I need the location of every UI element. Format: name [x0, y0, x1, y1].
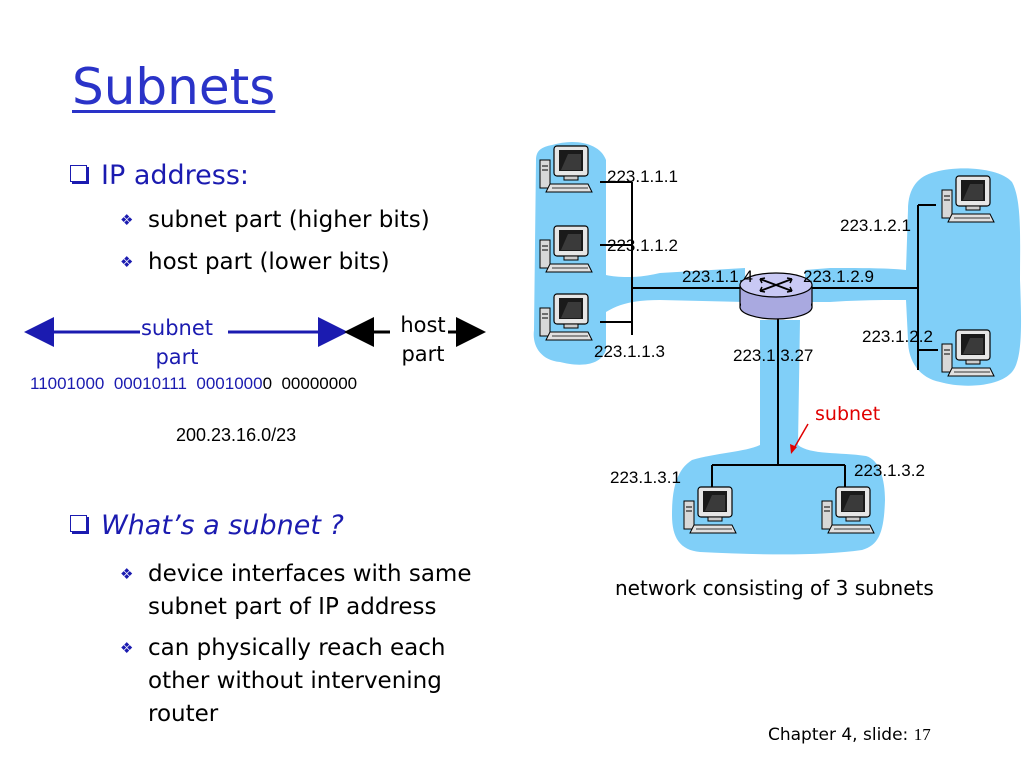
host-ip-label: 223.1.1.1: [607, 167, 678, 186]
bullet-whats-a-subnet: What’s a subnet ?: [70, 510, 344, 541]
router-ip-label: 223.1.1.4: [682, 267, 753, 286]
address-arrows: [23, 317, 486, 347]
sub-bullet: ❖subnet part (higher bits): [120, 204, 430, 237]
diamond-bullet-icon: ❖: [120, 211, 134, 229]
sub-bullet: ❖host part (lower bits): [120, 246, 390, 279]
router-icon: [739, 272, 813, 320]
diagram-caption: network consisting of 3 subnets: [615, 576, 934, 600]
subnet-annotation-arrow: [792, 423, 809, 451]
host-ip-label: 223.1.3.2: [854, 461, 925, 480]
subnet-annotation: subnet: [815, 403, 881, 425]
host-ip-label: 223.1.2.1: [840, 216, 911, 235]
checkbox-bullet-icon: [70, 165, 87, 182]
router-ip-label: 223.1.2.9: [803, 267, 874, 286]
diamond-bullet-icon: ❖: [120, 639, 134, 657]
cidr-notation: 200.23.16.0/23: [176, 425, 297, 445]
host-ip-label: 223.1.1.3: [594, 342, 665, 361]
checkbox-bullet-icon: [70, 515, 87, 532]
host-ip-label: 223.1.1.2: [607, 236, 678, 255]
binary-address: 11001000 00010111 00010000 00000000: [30, 374, 358, 393]
diamond-bullet-icon: ❖: [120, 565, 134, 583]
diamond-bullet-icon: ❖: [120, 253, 134, 271]
host-ip-label: 223.1.3.1: [610, 468, 681, 487]
host-ip-label: 223.1.2.2: [862, 327, 933, 346]
page-title: Subnets: [72, 58, 276, 116]
router-ip-label: 223.1.3.27: [733, 346, 814, 365]
bullet-ip-address: IP address:: [70, 160, 249, 191]
slide-footer: Chapter 4, slide: 17: [768, 725, 931, 745]
